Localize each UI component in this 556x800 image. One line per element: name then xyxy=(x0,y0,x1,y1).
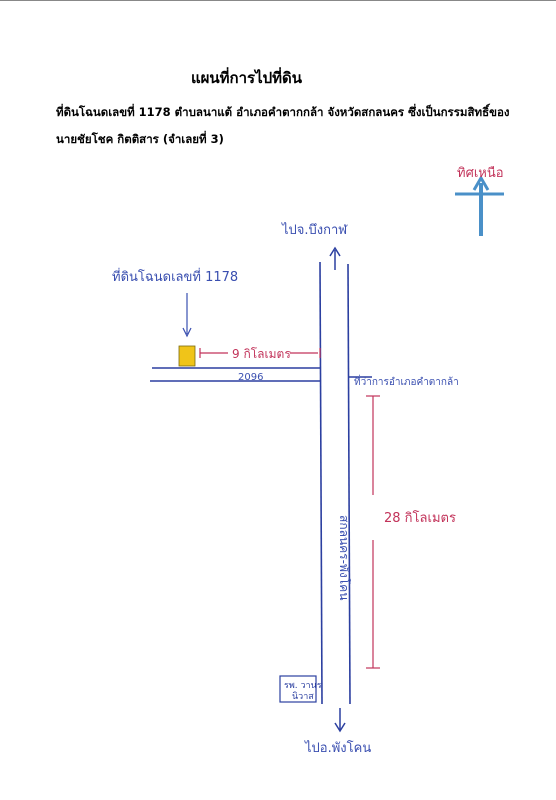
north-label: ทิศเหนือ xyxy=(457,165,504,181)
page-title: แผนที่การไปที่ดิน xyxy=(190,69,303,87)
district-office-label: ที่ว่าการอำเภอคำตากล้า xyxy=(354,374,459,388)
to-north-label: ไปจ.บึงกาฬ xyxy=(281,222,348,238)
main-road-label: สกลนคร-พังโคน xyxy=(337,515,351,600)
arrow-north-icon xyxy=(329,246,341,270)
distance-west-label: 9 กิโลเมตร xyxy=(232,347,291,361)
distance-south-label: 28 กิโลเมตร xyxy=(384,510,456,526)
hospital-label-line-1: รพ. วานร xyxy=(284,681,322,691)
main-road xyxy=(319,261,351,705)
land-label: ที่ดินโฉนดเลขที่ 1178 xyxy=(112,268,238,285)
road-2096 xyxy=(150,367,372,382)
description-line-1: ที่ดินโฉนดเลขที่ 1178 ตำบลนาแต้ อำเภอคำต… xyxy=(56,105,510,119)
distance-west-marker xyxy=(199,348,321,358)
to-south-label: ไปอ.พังโคน xyxy=(304,740,371,756)
hospital-box xyxy=(279,675,317,703)
parcel-pointer-arrow xyxy=(182,293,192,338)
land-parcel xyxy=(178,345,196,367)
description-line-2: นายชัยโชค กิตติสาร (จำเลยที่ 3) xyxy=(56,132,224,146)
north-arrow-icon: ทิศเหนือ xyxy=(455,165,504,236)
arrow-south-icon xyxy=(334,708,346,733)
hospital-label-line-2: นิวาส xyxy=(292,691,314,702)
top-border xyxy=(0,0,556,1)
road-number-label: 2096 xyxy=(238,372,263,383)
distance-south-marker xyxy=(366,395,380,669)
